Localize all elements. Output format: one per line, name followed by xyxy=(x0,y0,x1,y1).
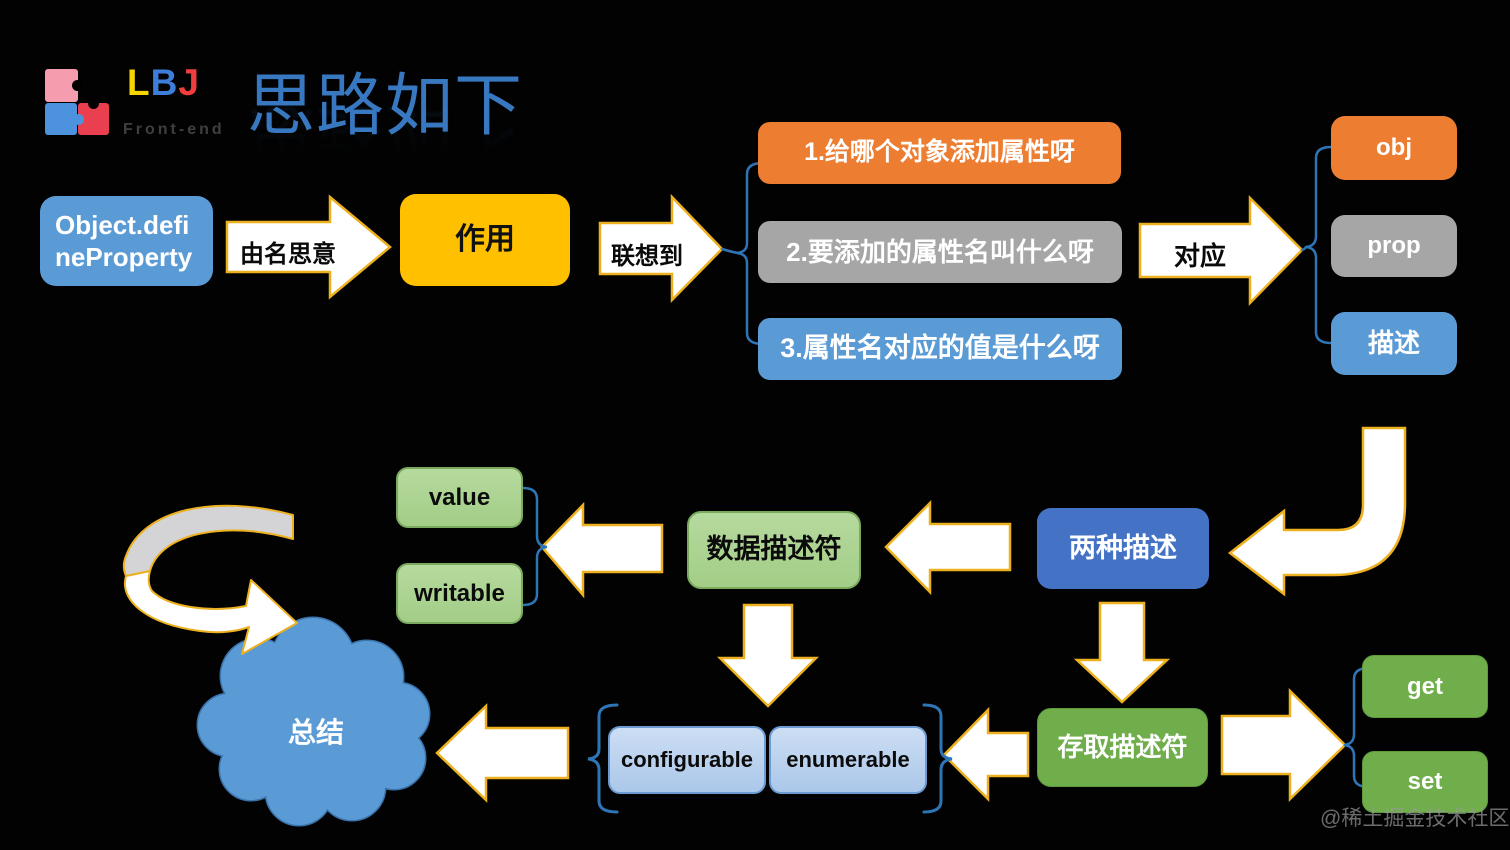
node-get: get xyxy=(1362,655,1488,718)
arrow-right-accessdesc-to-getset-icon xyxy=(1220,688,1347,802)
node-writable: writable xyxy=(396,563,523,624)
brand-name: LBJ xyxy=(127,62,200,104)
node-question-3: 3.属性名对应的值是什么呀 xyxy=(758,318,1122,380)
logo-puzzle-piece-blue xyxy=(45,103,77,135)
logo-puzzle-knob-blue xyxy=(73,114,84,125)
summary-cloud-label: 总结 xyxy=(287,717,344,748)
arrow-down-datadesc-to-shared-icon xyxy=(716,603,820,708)
node-effect: 作用 xyxy=(400,194,570,286)
ribbon-arrow-bottom-icon xyxy=(123,570,298,655)
node-enumerable: enumerable xyxy=(769,726,927,794)
arrow-label-map: 对应 xyxy=(1173,241,1226,271)
page-title: 思路如下 xyxy=(247,67,524,146)
logo-puzzle-notch xyxy=(72,80,83,91)
arrow-left-shared-to-summary-icon xyxy=(435,703,570,803)
logo-puzzle-notch xyxy=(88,98,99,109)
arrow-curved-down-left-icon xyxy=(1227,426,1407,597)
arrow-label-think: 联想到 xyxy=(611,243,683,270)
node-param-obj: obj xyxy=(1331,116,1457,180)
node-question-2: 2.要添加的属性名叫什么呀 xyxy=(758,221,1122,283)
brace-right-shared xyxy=(922,703,953,814)
bracket-get-set xyxy=(1343,666,1371,789)
brace-left-shared xyxy=(587,703,619,814)
node-data-descriptor: 数据描述符 xyxy=(687,511,861,589)
summary-cloud xyxy=(196,616,431,827)
arrow-label-name: 由名思意 xyxy=(240,241,336,268)
arrow-left-accessdesc-to-shared-icon xyxy=(942,706,1030,803)
bracket-params xyxy=(1305,145,1333,345)
watermark: @稀土掘金技术社区 xyxy=(1320,807,1510,830)
arrow-right-think-icon xyxy=(598,193,724,304)
bracket-value-writable xyxy=(521,486,548,607)
arrow-right-map-icon xyxy=(1138,194,1304,307)
node-param-descriptor: 描述 xyxy=(1331,312,1457,375)
connector-stub xyxy=(720,247,740,255)
node-access-descriptor: 存取描述符 xyxy=(1037,708,1208,787)
node-set: set xyxy=(1362,751,1488,813)
connector-stub xyxy=(1300,245,1308,252)
node-value: value xyxy=(396,467,523,528)
page-title-reflection: 思路如下 xyxy=(247,93,524,173)
node-question-1: 1.给哪个对象添加属性呀 xyxy=(758,122,1121,184)
node-configurable: configurable xyxy=(608,726,766,794)
brand-subtitle: Front-end xyxy=(123,121,225,138)
brand-letter-l: L xyxy=(127,62,151,103)
node-param-prop: prop xyxy=(1331,215,1457,277)
node-two-descriptors: 两种描述 xyxy=(1037,508,1209,589)
ribbon-arrow-top-icon xyxy=(122,504,294,577)
node-object-defineproperty: Object.defineProperty xyxy=(40,196,213,286)
arrow-left-datadesc-to-keys-icon xyxy=(540,501,664,599)
brand-letter-b: B xyxy=(150,62,179,103)
arrow-left-twodesc-to-datadesc-icon xyxy=(884,499,1012,596)
arrow-down-twodesc-to-accessdesc-icon xyxy=(1073,601,1171,704)
arrow-right-name-icon xyxy=(225,194,392,300)
brand-letter-j: J xyxy=(178,62,200,103)
